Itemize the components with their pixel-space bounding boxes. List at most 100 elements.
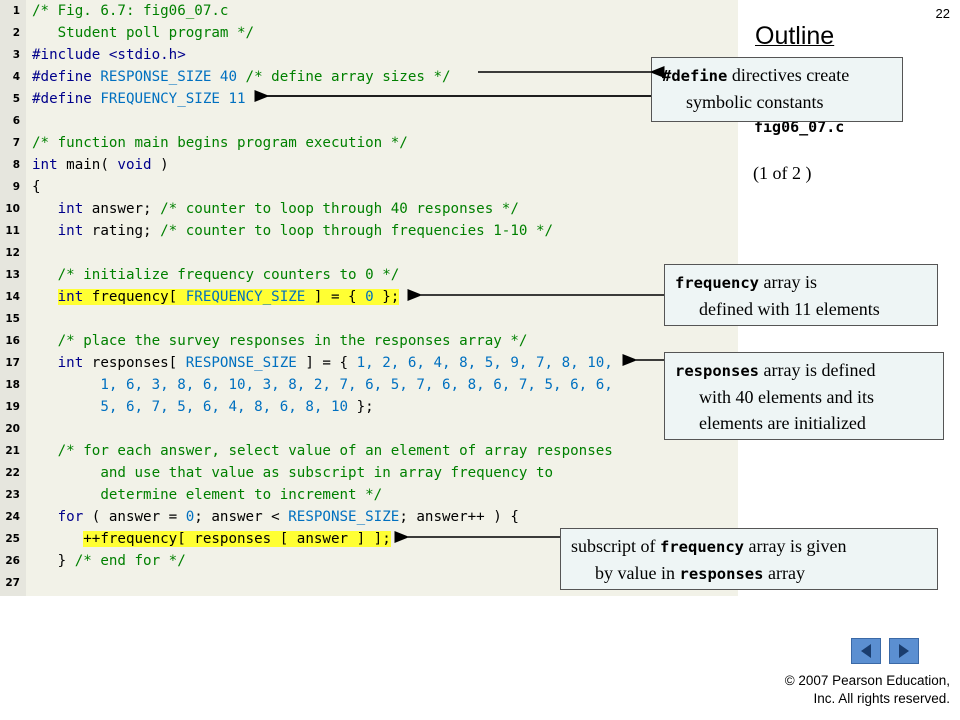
code-token: FREQUENCY_SIZE 11 — [100, 91, 246, 107]
copyright-notice: © 2007 Pearson Education, Inc. All right… — [785, 672, 950, 708]
callout-subscript-line2-code: responses — [679, 565, 764, 583]
callout-responses-text1: array is defined — [759, 360, 876, 380]
code-token: /* counter to loop through frequencies 1… — [160, 223, 554, 239]
code-token: /* initialize frequency counters to 0 */ — [32, 267, 400, 283]
code-token: and use that value as subscript in array… — [32, 465, 554, 481]
line-number: 5 — [12, 93, 20, 105]
line-number: 26 — [5, 555, 20, 567]
code-text: /* function main begins program executio… — [32, 132, 408, 154]
code-token: ] = { — [305, 289, 366, 305]
code-text: } /* end for */ — [32, 550, 186, 572]
line-number: 27 — [5, 577, 20, 589]
code-token: 1, 2, 6, 4, 8, 5, 9, 7, 8, 10, — [356, 355, 613, 371]
code-line: 23 determine element to increment */ — [0, 484, 738, 506]
code-token: }; — [348, 399, 374, 415]
triangle-left-icon — [861, 644, 871, 658]
code-token: int — [57, 223, 84, 239]
code-token: RESPONSE_SIZE 40 — [100, 69, 238, 85]
next-slide-button[interactable] — [889, 638, 919, 664]
callout-subscript-post: array is given — [744, 536, 847, 556]
code-token: ++frequency[ responses [ answer ] ]; — [83, 531, 391, 547]
triangle-right-icon — [899, 644, 909, 658]
code-text: 1, 6, 3, 8, 6, 10, 3, 8, 2, 7, 6, 5, 7, … — [32, 374, 613, 396]
code-token: /* place the survey responses in the res… — [32, 333, 528, 349]
line-number: 14 — [5, 291, 20, 303]
code-line: 10 int answer; /* counter to loop throug… — [0, 198, 738, 220]
code-token: } — [32, 553, 75, 569]
callout-frequency-text2: defined with 11 elements — [699, 299, 880, 319]
copyright-line-2: Inc. All rights reserved. — [813, 691, 950, 706]
code-token — [32, 223, 58, 239]
code-token: #define — [32, 69, 101, 85]
line-number: 15 — [5, 313, 20, 325]
previous-slide-button[interactable] — [851, 638, 881, 664]
callout-define-text1: directives create — [727, 65, 850, 85]
code-token: ] = { — [296, 355, 357, 371]
code-line: 1/* Fig. 6.7: fig06_07.c — [0, 0, 738, 22]
code-text: Student poll program */ — [32, 22, 254, 44]
code-text: { — [32, 176, 41, 198]
code-line: 18 1, 6, 3, 8, 6, 10, 3, 8, 2, 7, 6, 5, … — [0, 374, 738, 396]
code-line: 14 int frequency[ FREQUENCY_SIZE ] = { 0… — [0, 286, 738, 308]
code-token: int — [57, 355, 84, 371]
code-text: /* initialize frequency counters to 0 */ — [32, 264, 400, 286]
code-token: int — [57, 201, 84, 217]
callout-define: #define directives create symbolic const… — [651, 57, 903, 122]
code-text: int answer; /* counter to loop through 4… — [32, 198, 519, 220]
code-line: 3#include <stdio.h> — [0, 44, 738, 66]
code-token: #include <stdio.h> — [32, 47, 186, 63]
code-line: 2 Student poll program */ — [0, 22, 738, 44]
code-token: FREQUENCY_SIZE — [185, 289, 306, 305]
code-text: /* Fig. 6.7: fig06_07.c — [32, 0, 228, 22]
line-number: 2 — [12, 27, 20, 39]
slide-number: 22 — [935, 6, 950, 21]
code-text: ++frequency[ responses [ answer ] ]; — [32, 528, 391, 550]
code-token: responses[ — [83, 355, 186, 371]
code-line: 4#define RESPONSE_SIZE 40 /* define arra… — [0, 66, 738, 88]
code-token: determine element to increment */ — [32, 487, 383, 503]
code-line: 17 int responses[ RESPONSE_SIZE ] = { 1,… — [0, 352, 738, 374]
code-line: 21 /* for each answer, select value of a… — [0, 440, 738, 462]
code-token: ) — [151, 157, 169, 173]
code-line: 6 — [0, 110, 738, 132]
code-token: int — [32, 157, 58, 173]
callout-responses-text2: with 40 elements and its — [699, 387, 874, 407]
code-text: #define RESPONSE_SIZE 40 /* define array… — [32, 66, 451, 88]
code-token: ; answer < — [194, 509, 289, 525]
code-token: frequency[ — [83, 289, 186, 305]
code-token: int — [57, 289, 84, 305]
code-token: for — [57, 509, 84, 525]
code-token — [32, 531, 83, 547]
code-token: /* end for */ — [74, 553, 186, 569]
line-number: 7 — [12, 137, 20, 149]
line-number: 19 — [5, 401, 20, 413]
code-token: main( — [57, 157, 118, 173]
code-token: /* function main begins program executio… — [32, 135, 408, 151]
file-name: fig06_07.c — [754, 118, 845, 136]
code-text: int responses[ RESPONSE_SIZE ] = { 1, 2,… — [32, 352, 613, 374]
code-line: 24 for ( answer = 0; answer < RESPONSE_S… — [0, 506, 738, 528]
code-line: 22 and use that value as subscript in ar… — [0, 462, 738, 484]
callout-responses: responses array is defined with 40 eleme… — [664, 352, 944, 440]
line-number: 9 — [12, 181, 20, 193]
code-line: 13 /* initialize frequency counters to 0… — [0, 264, 738, 286]
callout-subscript-line2-pre: by value in — [595, 563, 680, 583]
code-token — [32, 355, 58, 371]
code-line: 11 int rating; /* counter to loop throug… — [0, 220, 738, 242]
callout-subscript: subscript of frequency array is given by… — [560, 528, 938, 590]
callout-subscript-code: frequency — [660, 538, 744, 556]
code-text: int frequency[ FREQUENCY_SIZE ] = { 0 }; — [32, 286, 400, 308]
callout-frequency-text1: array is — [759, 272, 817, 292]
callout-frequency: frequency array is defined with 11 eleme… — [664, 264, 938, 326]
line-number: 22 — [5, 467, 20, 479]
code-line: 27 — [0, 572, 738, 594]
callout-frequency-code: frequency — [675, 274, 759, 292]
line-number: 23 — [5, 489, 20, 501]
code-line: 12 — [0, 242, 738, 264]
code-token: rating; — [83, 223, 161, 239]
callout-responses-text3: elements are initialized — [699, 413, 866, 433]
code-token — [32, 201, 58, 217]
line-number-gutter — [0, 0, 26, 596]
line-number: 11 — [5, 225, 20, 237]
